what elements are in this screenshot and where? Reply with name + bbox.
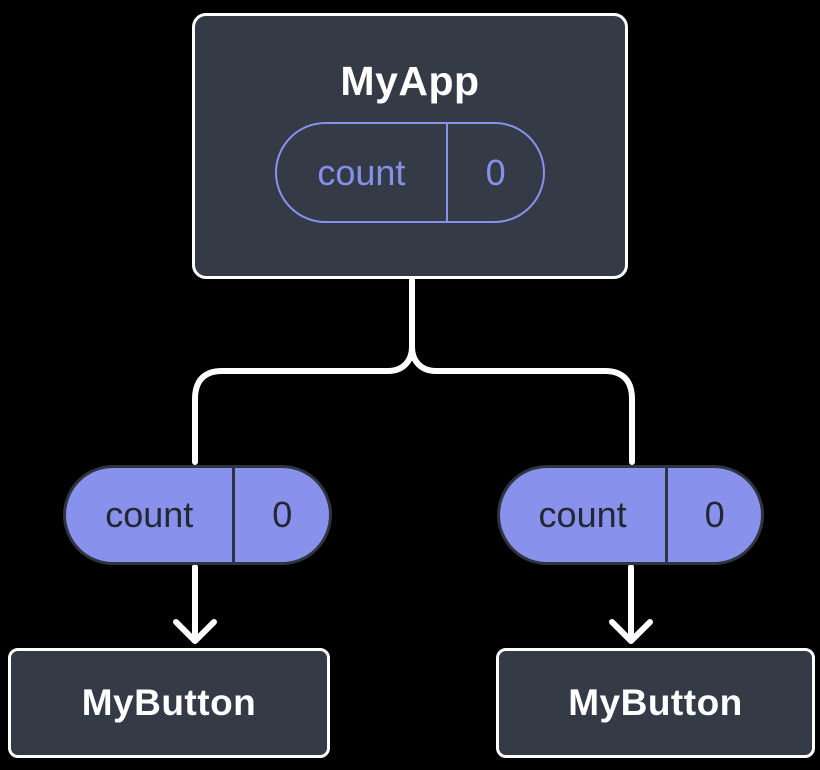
prop-pill-left-name: count xyxy=(105,494,194,535)
prop-pill-left-value: 0 xyxy=(272,494,293,535)
mybutton-node-left-title: MyButton xyxy=(81,682,257,723)
myapp-node-title: MyApp xyxy=(340,58,480,104)
prop-pill-left: count 0 xyxy=(63,465,332,565)
left-branch-line xyxy=(192,344,415,465)
right-arrow-head xyxy=(609,619,653,644)
state-pill-value: 0 xyxy=(485,151,506,193)
pill-divider xyxy=(665,468,669,562)
pill-divider xyxy=(232,468,236,562)
pill-divider xyxy=(445,124,449,221)
state-pill: count 0 xyxy=(275,122,545,223)
mybutton-node-right: MyButton xyxy=(496,648,815,758)
state-pill-name: count xyxy=(317,151,406,193)
prop-pill-right-name: count xyxy=(538,494,627,535)
myapp-node: MyApp count 0 xyxy=(192,13,628,279)
prop-pill-right: count 0 xyxy=(497,465,764,565)
mybutton-node-right-title: MyButton xyxy=(568,682,743,723)
left-arrow-head xyxy=(173,619,217,644)
prop-pill-right-value: 0 xyxy=(704,494,725,535)
mybutton-node-left: MyButton xyxy=(8,648,330,758)
right-branch-line xyxy=(409,344,635,465)
